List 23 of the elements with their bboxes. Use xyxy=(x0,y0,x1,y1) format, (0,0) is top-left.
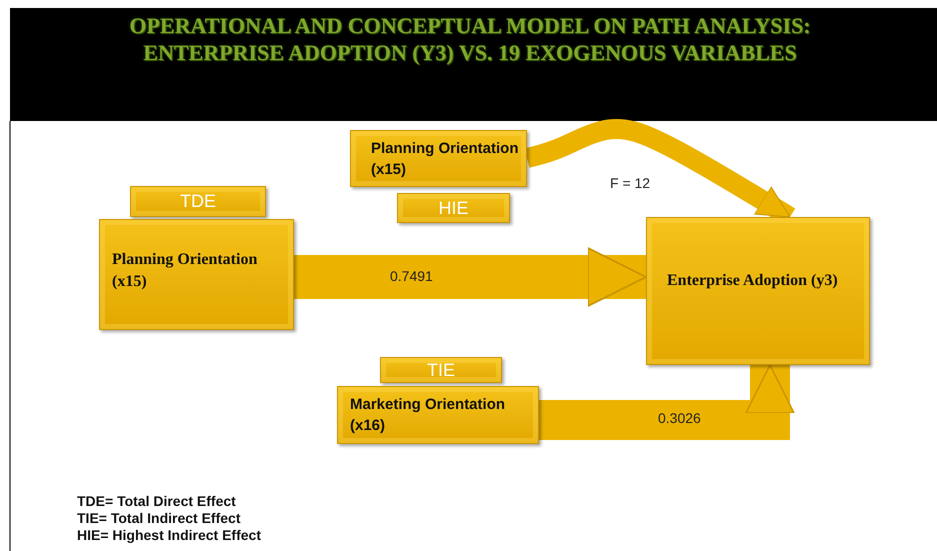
variable-name: Enterprise Adoption (y3) xyxy=(667,271,838,291)
effect-tag xyxy=(397,193,510,223)
effect-abbreviation: TIE xyxy=(426,360,455,380)
variable-box xyxy=(350,130,527,187)
edge-label: 0.3026 xyxy=(658,410,701,426)
title: OPERATIONAL AND CONCEPTUAL MODEL ON PATH ANALYSIS: ENTERPRISE ADOPTION (Y3) VS. 19 EXOGENOUS VARIABLES xyxy=(128,12,812,66)
variable-name: Planning Orientation (x15) xyxy=(112,250,258,292)
abbreviation-note: TDE= Total Direct Effect xyxy=(77,493,236,510)
edge-label: F = 12 xyxy=(610,175,650,191)
effect-tag xyxy=(380,357,502,383)
outcome-box xyxy=(646,217,870,365)
variable-box xyxy=(99,219,294,330)
abbreviation-note: TIE= Total Indirect Effect xyxy=(77,510,240,527)
effect-abbreviation: TDE xyxy=(180,191,216,212)
variable-name: Marketing Orientation (x16) xyxy=(350,395,506,436)
effect-tag xyxy=(130,186,266,217)
variable-box xyxy=(337,386,539,444)
block-arrow xyxy=(539,364,795,440)
variable-name: Planning Orientation (x15) xyxy=(371,138,520,180)
abbreviation-note: HIE= Highest Indirect Effect xyxy=(77,527,261,544)
effect-abbreviation: HIE xyxy=(438,198,468,218)
edge-label: 0.7491 xyxy=(390,268,433,284)
block-arrow xyxy=(294,247,647,307)
